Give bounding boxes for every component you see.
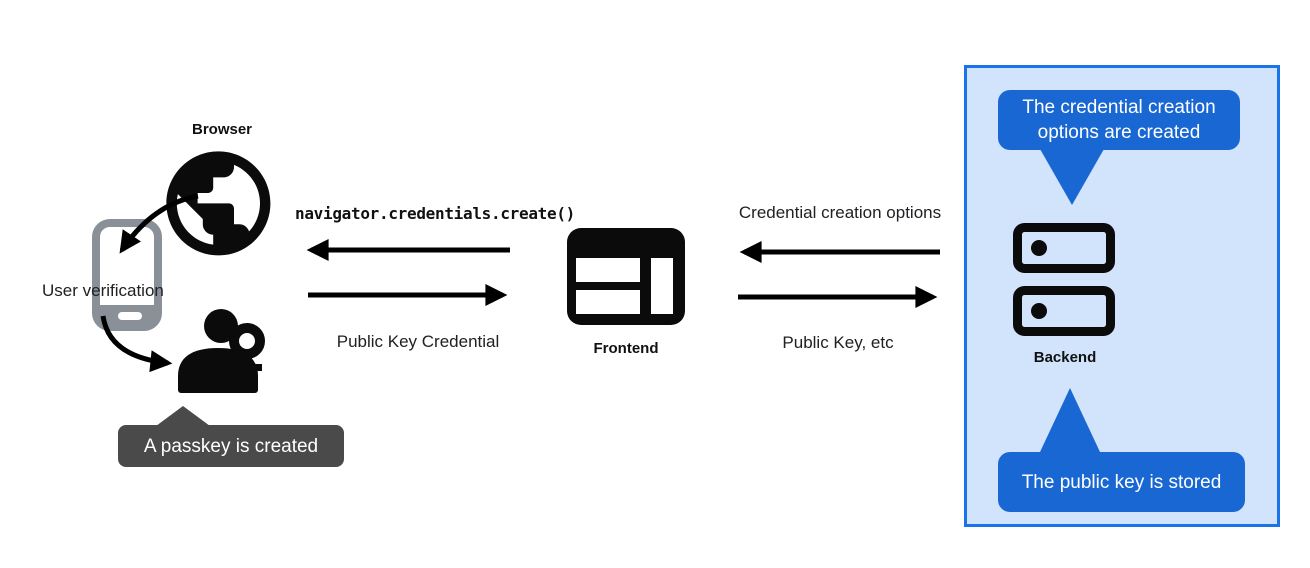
stored-callout-tail <box>1040 388 1100 452</box>
user-verification-label: User verification <box>42 281 164 300</box>
credential-creation-options-label: Credential creation options <box>738 203 942 222</box>
stored-callout: The public key is stored <box>998 452 1245 512</box>
person-key-icon <box>178 309 265 393</box>
server-stack-icon <box>1013 223 1115 336</box>
options-callout: The credential creation options are crea… <box>998 90 1240 150</box>
options-callout-tail <box>1040 149 1104 205</box>
frontend-label: Frontend <box>593 340 659 357</box>
create-call-label: navigator.credentials.create() <box>295 204 575 223</box>
smartphone-icon <box>92 219 162 331</box>
browser-window-icon <box>567 228 685 325</box>
arrow-browser-to-phone <box>119 193 199 254</box>
public-key-etc-label: Public Key, etc <box>782 333 894 352</box>
arrow-phone-to-passkey <box>100 315 173 373</box>
backend-label: Backend <box>1033 349 1097 366</box>
globe-icon <box>166 151 271 256</box>
passkey-callout: A passkey is created <box>118 425 344 467</box>
passkey-callout-tail <box>156 406 210 426</box>
browser-label: Browser <box>191 121 253 138</box>
public-key-credential-label: Public Key Credential <box>336 332 500 351</box>
